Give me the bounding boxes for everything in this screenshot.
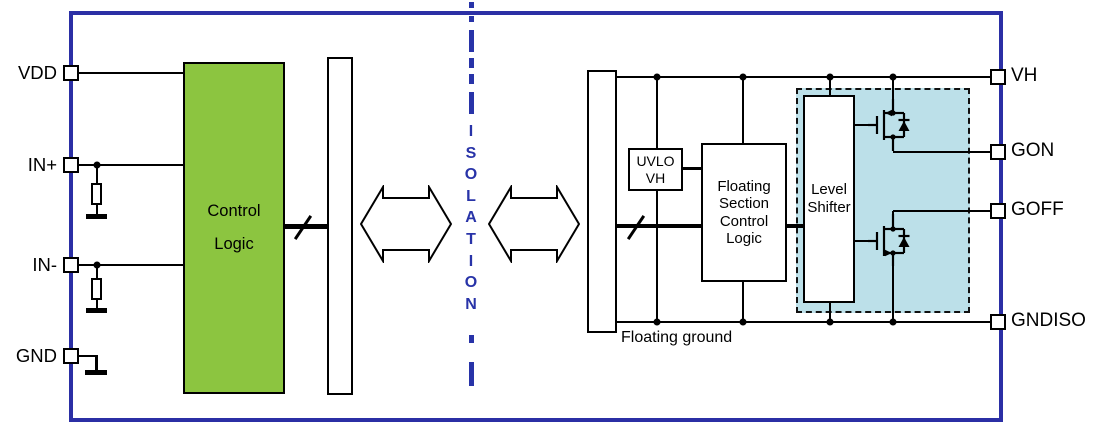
pin-label-goff: GOFF	[1011, 199, 1064, 220]
isolation-letter: I	[468, 252, 474, 270]
isolation-letter: L	[466, 187, 476, 205]
wire-goff	[893, 209, 992, 213]
ground-symbol-in-plus	[86, 214, 107, 219]
isolation-letter: S	[465, 144, 477, 162]
pin-label-in-plus: IN+	[27, 154, 57, 175]
resistor-lead	[95, 265, 99, 278]
isolation-barrier-dash	[469, 1, 474, 8]
isolation-barrier-dash	[469, 74, 474, 84]
pin-label-vh: VH	[1011, 65, 1038, 86]
wire-gon	[893, 150, 992, 154]
pin-label-gnd: GND	[15, 345, 57, 366]
pin-gon	[990, 144, 1006, 160]
resistor-in-plus	[91, 183, 102, 205]
output-interface-block	[587, 70, 617, 333]
signal-arrow-right	[488, 185, 580, 263]
pin-vdd	[63, 65, 79, 81]
input-interface-block	[327, 57, 353, 395]
wire-levelshifter-top	[828, 77, 832, 95]
floating-section-label-line2: Section	[718, 195, 770, 212]
pin-gnd	[63, 348, 79, 364]
junction-dot	[739, 73, 747, 81]
wire-in-minus	[79, 263, 183, 266]
isolation-letter: O	[464, 274, 478, 292]
control-logic-label-line2: Logic	[214, 235, 254, 253]
wire-floating-top	[741, 77, 745, 143]
wire-gnd	[79, 354, 97, 357]
wire-vdd	[79, 71, 183, 74]
isolation-barrier-dash	[469, 335, 474, 343]
wire-nmos-source	[891, 264, 895, 322]
isolation-letter: O	[464, 166, 478, 184]
resistor-lead	[95, 165, 99, 183]
isolation-barrier-dash	[469, 362, 474, 386]
isolation-letter: T	[466, 230, 476, 248]
ground-symbol-in-minus	[86, 308, 107, 313]
junction-dot	[889, 73, 897, 81]
resistor-lead	[95, 205, 99, 215]
floating-section-label-line1: Floating	[717, 177, 771, 195]
pin-goff	[990, 203, 1006, 219]
uvlo-label-line2: VH	[645, 169, 666, 186]
level-shifter-label-line1: Level	[811, 181, 847, 198]
wire-gnd-drop	[95, 355, 98, 372]
floating-ground-label: Floating ground	[621, 329, 733, 346]
pin-label-vdd: VDD	[17, 62, 57, 83]
wire-gate-nmos	[855, 239, 869, 243]
wire-pmos-drain	[891, 77, 895, 100]
isolation-barrier-dash	[469, 92, 474, 114]
pmos-transistor-icon	[868, 99, 910, 151]
isolation-letter: N	[465, 295, 477, 313]
pin-label-gon: GON	[1011, 140, 1055, 161]
wire-in-plus	[79, 163, 183, 166]
junction-dot	[889, 318, 897, 326]
wire-gndiso-rail	[617, 320, 992, 323]
uvlo-vh-block: UVLO VH	[628, 148, 683, 191]
bus-left	[285, 224, 327, 229]
pin-vh	[990, 69, 1006, 85]
wire-uvlo-to-floating	[683, 166, 701, 170]
floating-section-label-line3: Control	[719, 212, 769, 230]
signal-arrow-left	[360, 185, 452, 263]
pin-in-minus	[63, 257, 79, 273]
nmos-transistor-icon	[868, 214, 910, 266]
isolation-barrier-dash	[469, 16, 474, 22]
pin-label-in-minus: IN-	[32, 254, 57, 275]
control-logic-label-line1: Control	[207, 202, 261, 220]
isolation-barrier-dash	[469, 58, 474, 68]
floating-section-block: Floating Section Control Logic	[701, 143, 787, 282]
isolation-letter: I	[468, 123, 474, 140]
pin-gndiso	[990, 314, 1006, 330]
wire-uvlo-bottom	[655, 190, 659, 322]
pin-label-gndiso: GNDISO	[1011, 310, 1086, 331]
isolation-barrier-dash	[469, 30, 474, 52]
wire-vh-rail	[617, 75, 992, 78]
junction-dot	[653, 73, 661, 81]
wire-floating-bottom	[741, 282, 745, 322]
isolation-label: I S O L A T I O N	[458, 121, 484, 315]
floating-section-label-line4: Logic	[726, 230, 762, 247]
level-shifter-label-line2: Shifter	[807, 199, 851, 216]
junction-dot	[826, 73, 834, 81]
wire-gate-pmos	[855, 123, 869, 127]
junction-dot	[826, 318, 834, 326]
bus-right	[617, 223, 701, 228]
ground-symbol-gnd	[85, 370, 107, 375]
junction-dot	[739, 318, 747, 326]
wire-levelshifter-bottom	[828, 303, 832, 322]
bus-right-to-level-shifter	[787, 223, 803, 228]
uvlo-label-line1: UVLO	[636, 153, 675, 169]
isolation-letter: A	[465, 209, 477, 227]
pin-in-plus	[63, 157, 79, 173]
level-shifter-block: Level Shifter	[803, 95, 855, 303]
resistor-in-minus	[91, 278, 102, 300]
wire-nmos-drain	[891, 211, 895, 216]
junction-dot	[653, 318, 661, 326]
control-logic-block: Control Logic	[183, 62, 285, 394]
wire-uvlo-top	[655, 77, 659, 148]
resistor-lead	[95, 300, 99, 309]
